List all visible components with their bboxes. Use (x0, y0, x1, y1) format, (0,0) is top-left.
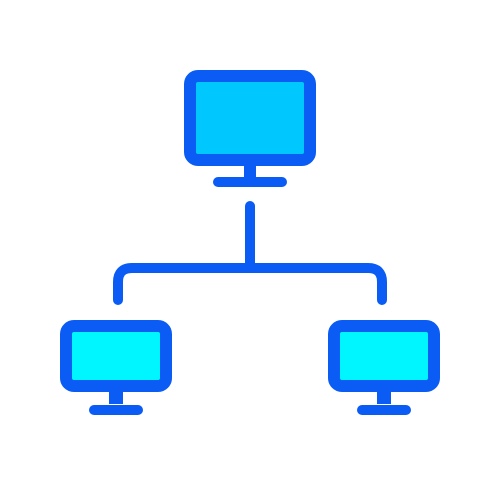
top-monitor-icon (184, 70, 316, 187)
top-monitor-screen (184, 70, 316, 166)
left-monitor-screen (60, 320, 172, 392)
left-monitor-icon (60, 320, 172, 415)
right-monitor-icon (328, 320, 440, 415)
right-monitor-screen (328, 320, 440, 392)
connector-branch (113, 263, 387, 305)
connector-tree (113, 201, 387, 305)
